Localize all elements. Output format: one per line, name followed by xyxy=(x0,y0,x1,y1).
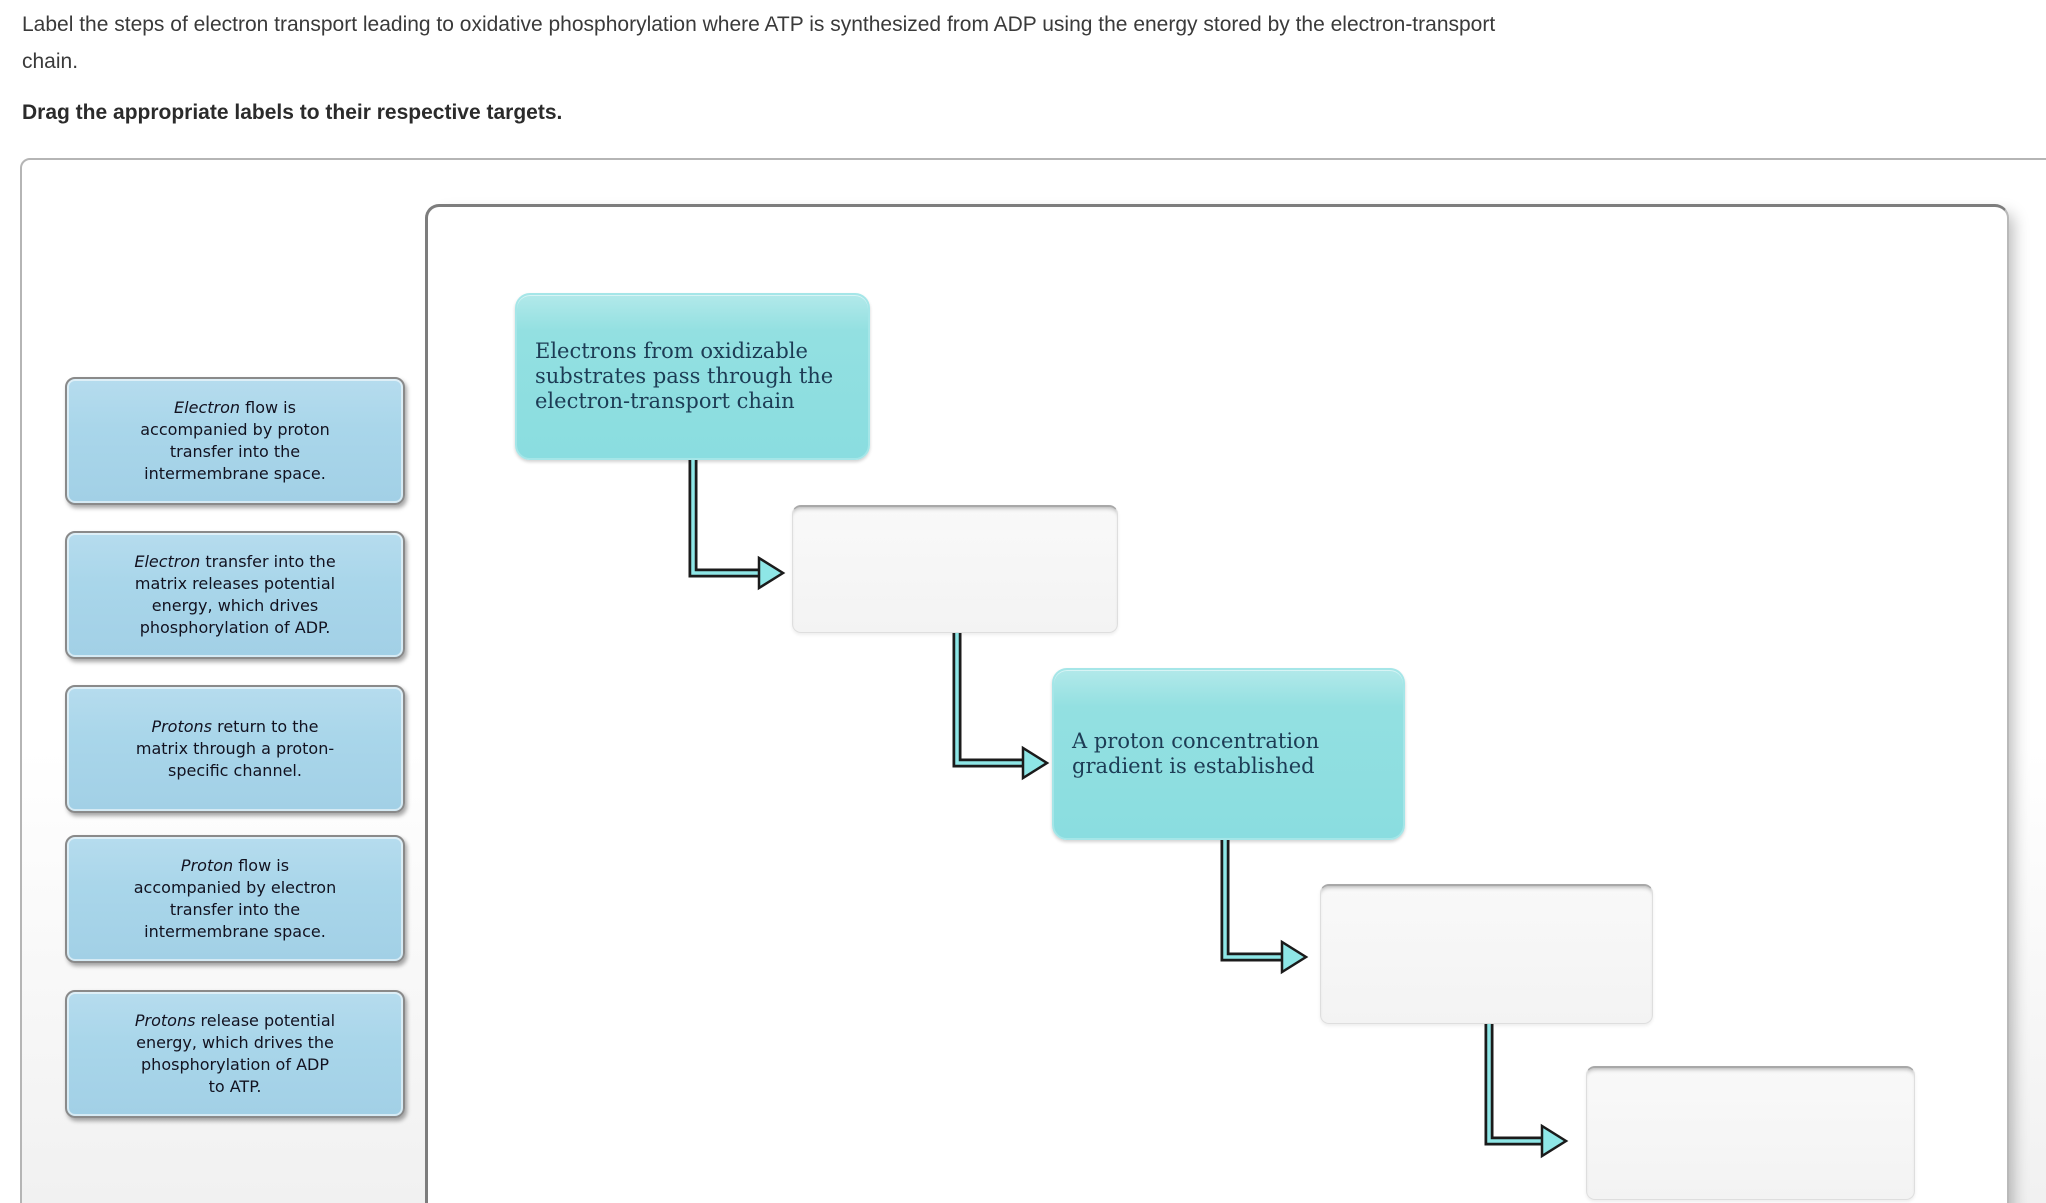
drag-prompt: Drag the appropriate labels to their res… xyxy=(22,101,563,124)
flow-arrow-3 xyxy=(1220,840,1309,975)
drop-target[interactable] xyxy=(792,505,1118,633)
drag-label-text: Protons release potential energy, which … xyxy=(134,1011,336,1096)
drag-label-text: Proton flow is accompanied by electron t… xyxy=(133,856,337,941)
drag-label[interactable]: Electron transfer into the matrix releas… xyxy=(65,531,405,659)
flow-arrow-1 xyxy=(688,460,786,591)
flow-step-filled: A proton concentration gradient is estab… xyxy=(1052,668,1405,840)
drop-target[interactable] xyxy=(1320,884,1653,1024)
drag-label[interactable]: Electron flow is accompanied by proton t… xyxy=(65,377,405,505)
flowchart-panel: Electrons from oxidizable substrates pas… xyxy=(425,204,2009,1203)
flow-arrow-4 xyxy=(1484,1024,1569,1159)
drag-label[interactable]: Proton flow is accompanied by electron t… xyxy=(65,835,405,963)
drag-label[interactable]: Protons return to the matrix through a p… xyxy=(65,685,405,813)
flow-step-text: A proton concentration gradient is estab… xyxy=(1072,729,1320,778)
drag-label[interactable]: Protons release potential energy, which … xyxy=(65,990,405,1118)
activity-area: Electron flow is accompanied by proton t… xyxy=(20,158,2046,1203)
flow-arrow-2 xyxy=(952,633,1050,781)
drop-target[interactable] xyxy=(1586,1066,1915,1200)
flow-step-text: Electrons from oxidizable substrates pas… xyxy=(535,339,834,413)
drag-label-text: Electron flow is accompanied by proton t… xyxy=(140,398,330,483)
instruction-text: Label the steps of electron transport le… xyxy=(22,13,1496,73)
flow-step-filled: Electrons from oxidizable substrates pas… xyxy=(515,293,870,460)
drag-label-text: Protons return to the matrix through a p… xyxy=(135,717,335,780)
drag-label-text: Electron transfer into the matrix releas… xyxy=(134,552,336,637)
